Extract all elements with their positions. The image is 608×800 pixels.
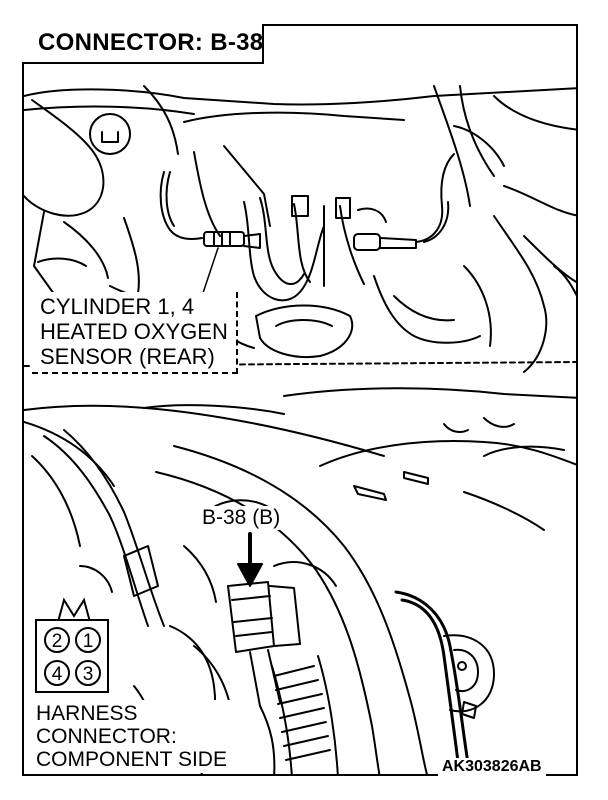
- sensor-label-line-3: SENSOR (REAR): [40, 344, 215, 369]
- diagram-frame: 2 1 4 3: [22, 24, 578, 776]
- sensor-label: CYLINDER 1, 4 HEATED OXYGEN SENSOR (REAR…: [32, 292, 238, 374]
- harness-label: HARNESS CONNECTOR: COMPONENT SIDE: [30, 700, 235, 773]
- sensor-label-line-2: HEATED OXYGEN: [40, 319, 228, 344]
- pin-label-2: 2: [52, 631, 63, 652]
- pin-2: [44, 627, 70, 653]
- harness-label-line-2: CONNECTOR:: [36, 725, 177, 748]
- connector-callout: B-38 (B): [196, 506, 287, 530]
- harness-label-line-3: COMPONENT SIDE: [36, 748, 227, 771]
- pin-label-1: 1: [83, 631, 94, 652]
- title-box: [22, 24, 264, 64]
- harness-label-line-1: HARNESS: [36, 702, 138, 725]
- pin-3: [75, 660, 101, 686]
- page-title: CONNECTOR: B-38: [38, 29, 264, 56]
- pin-4: [44, 660, 70, 686]
- pin-1: [75, 627, 101, 653]
- figure-id: AK303826AB: [438, 758, 546, 776]
- pin-label-3: 3: [83, 664, 94, 685]
- sensor-label-line-1: CYLINDER 1, 4: [40, 294, 195, 319]
- pin-label-4: 4: [52, 664, 63, 685]
- connector-face-diagram: 2 1 4 3: [32, 596, 114, 696]
